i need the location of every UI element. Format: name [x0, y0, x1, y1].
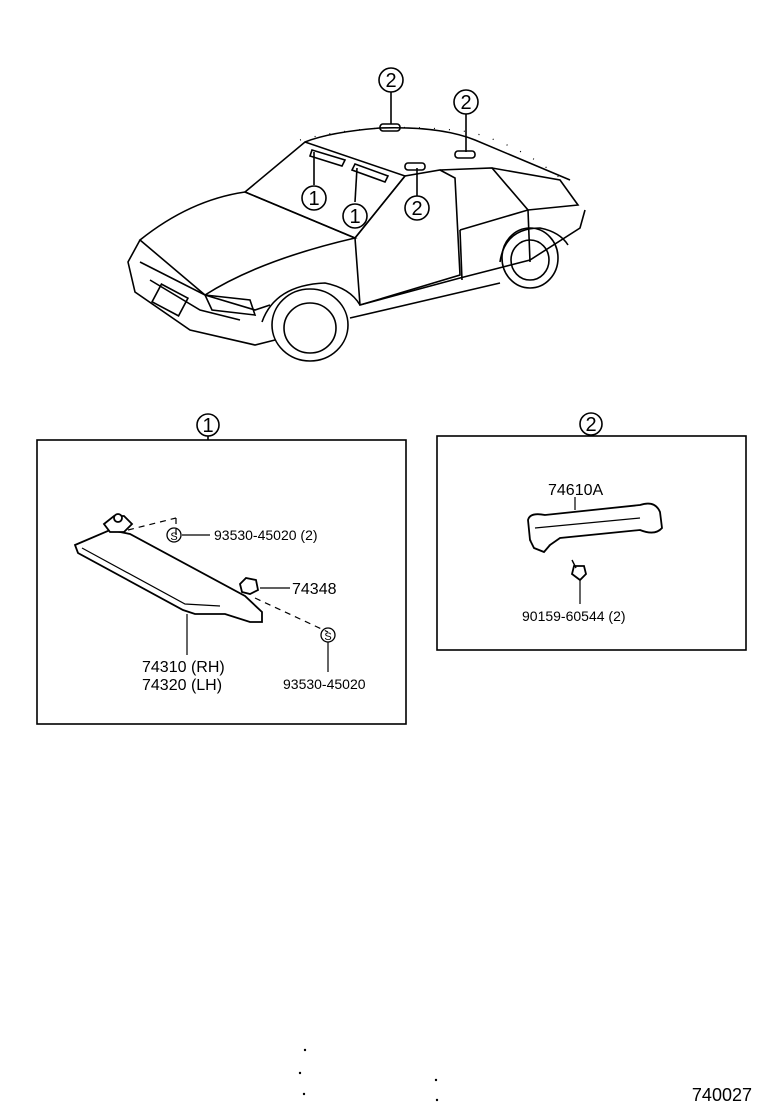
car-callout-2-top: 2 — [378, 67, 404, 93]
svg-text:1: 1 — [308, 188, 319, 210]
sun-visor-callout: 1 — [202, 415, 213, 437]
assist-grip-section: 2 74610A 90159-60544 (2) — [436, 412, 747, 651]
diagram-code: 740027 — [692, 1085, 752, 1105]
assist-grip-box — [436, 435, 747, 651]
svg-text:S: S — [170, 531, 177, 543]
car-callout-1-left: 1 — [301, 185, 327, 211]
svg-text:2: 2 — [460, 92, 471, 114]
sun-visor-box — [36, 439, 407, 725]
car-illustration — [127, 92, 586, 362]
assist-grip-part — [527, 502, 663, 552]
svg-text:S: S — [324, 631, 331, 643]
scan-specks — [298, 1048, 439, 1102]
label-screw-part: 90159-60544 (2) — [522, 608, 626, 624]
label-clip-part-lower: 93530-45020 — [283, 676, 366, 692]
assist-grip-callout: 2 — [585, 414, 596, 436]
svg-text:2: 2 — [385, 70, 396, 92]
clip-symbol-bottom — [320, 627, 336, 643]
label-clip-part: 93530-45020 (2) — [214, 527, 318, 543]
car-callout-2-right: 2 — [453, 89, 479, 115]
label-grip-part: 74610A — [548, 482, 603, 499]
sun-visor-section: 1 S S 93530-45020 (2) 74348 74310 (RH) 7… — [36, 413, 407, 725]
svg-text:2: 2 — [411, 198, 422, 220]
clip-symbol-top — [166, 527, 182, 543]
car-callout-1-center: 1 — [342, 203, 368, 229]
label-holder-part: 74348 — [292, 581, 337, 598]
grip-screw — [570, 565, 587, 582]
car-callout-2-center: 2 — [404, 195, 430, 221]
svg-text:1: 1 — [349, 206, 360, 228]
label-visor-rh: 74310 (RH) — [142, 659, 225, 676]
sun-visor-part — [73, 529, 263, 623]
label-visor-lh: 74320 (LH) — [142, 677, 222, 694]
visor-holder — [239, 577, 260, 595]
